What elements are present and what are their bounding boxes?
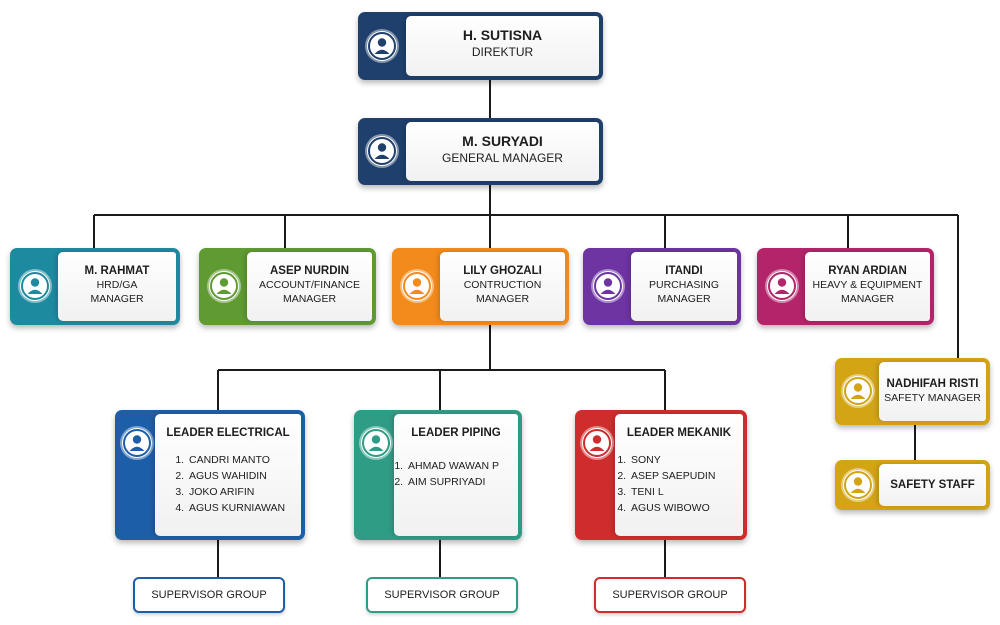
list-item: ASEP SAEPUDIN	[629, 468, 715, 484]
manager-name: M. RAHMAT	[84, 265, 150, 277]
manager-card-construction: LILY GHOZALI CONTRUCTION MANAGER	[392, 248, 569, 325]
safety-manager-name: NADHIFAH RISTI	[886, 378, 979, 390]
manager-card-purchasing: ITANDI PURCHASING MANAGER	[583, 248, 741, 325]
supervisor-group-mekanik: SUPERVISOR GROUP	[594, 577, 746, 613]
user-circle-icon	[122, 428, 152, 458]
manager-card-hrd: M. RAHMAT HRD/GA MANAGER	[10, 248, 180, 325]
supervisor-group-piping: SUPERVISOR GROUP	[366, 577, 518, 613]
manager-name: LILY GHOZALI	[463, 265, 542, 277]
safety-staff-card: SAFETY STAFF	[835, 460, 990, 510]
user-circle-icon	[843, 376, 873, 406]
list-item: AGUS WIBOWO	[629, 500, 715, 516]
manager-dept: HRD/GA	[96, 279, 138, 291]
leader-title: LEADER MEKANIK	[626, 427, 732, 439]
user-circle-icon	[367, 31, 397, 61]
direktur-name: H. SUTISNA	[462, 27, 543, 43]
manager-role: MANAGER	[90, 293, 144, 305]
manager-role: MANAGER	[657, 293, 711, 305]
member-list: CANDRI MANTO AGUS WAHIDIN JOKO ARIFIN AG…	[167, 452, 285, 516]
supervisor-group-electrical: SUPERVISOR GROUP	[133, 577, 285, 613]
member-list: SONY ASEP SAEPUDIN TENI L AGUS WIBOWO	[609, 452, 715, 516]
user-circle-icon	[209, 271, 239, 301]
manager-dept: PURCHASING	[648, 279, 719, 291]
manager-dept: CONTRUCTION	[463, 279, 542, 291]
user-circle-icon	[361, 428, 391, 458]
leader-card-mekanik: LEADER MEKANIK SONY ASEP SAEPUDIN TENI L…	[575, 410, 747, 540]
safety-manager-role: SAFETY MANAGER	[884, 392, 981, 404]
user-circle-icon	[767, 271, 797, 301]
list-item: AGUS WAHIDIN	[187, 468, 285, 484]
leader-title: LEADER PIPING	[411, 427, 501, 439]
manager-name: RYAN ARDIAN	[828, 265, 907, 277]
gm-role: GENERAL MANAGER	[442, 151, 563, 165]
user-circle-icon	[593, 271, 623, 301]
gm-name: M. SURYADI	[462, 133, 543, 149]
direktur-role: DIREKTUR	[471, 45, 534, 59]
manager-role: MANAGER	[282, 293, 337, 305]
list-item: AHMAD WAWAN P	[406, 458, 499, 474]
list-item: AIM SUPRIYADI	[406, 474, 499, 490]
user-circle-icon	[582, 428, 612, 458]
leader-card-piping: LEADER PIPING AHMAD WAWAN P AIM SUPRIYAD…	[354, 410, 522, 540]
manager-role: MANAGER	[475, 293, 530, 305]
member-list: AHMAD WAWAN P AIM SUPRIYADI	[386, 458, 499, 490]
manager-role: MANAGER	[840, 293, 895, 305]
direktur-card: H. SUTISNA DIREKTUR	[358, 12, 603, 80]
manager-name: ASEP NURDIN	[269, 265, 350, 277]
user-circle-icon	[367, 136, 397, 166]
leader-card-electrical: LEADER ELECTRICAL CANDRI MANTO AGUS WAHI…	[115, 410, 305, 540]
user-circle-icon	[402, 271, 432, 301]
list-item: JOKO ARIFIN	[187, 484, 285, 500]
list-item: SONY	[629, 452, 715, 468]
manager-card-heavy-equipment: RYAN ARDIAN HEAVY & EQUIPMENT MANAGER	[757, 248, 934, 325]
manager-card-finance: ASEP NURDIN ACCOUNT/FINANCE MANAGER	[199, 248, 376, 325]
safety-manager-card: NADHIFAH RISTI SAFETY MANAGER	[835, 358, 990, 425]
manager-name: ITANDI	[665, 265, 703, 277]
general-manager-card: M. SURYADI GENERAL MANAGER	[358, 118, 603, 185]
list-item: TENI L	[629, 484, 715, 500]
list-item: AGUS KURNIAWAN	[187, 500, 285, 516]
safety-staff-label: SAFETY STAFF	[890, 479, 975, 491]
user-circle-icon	[20, 271, 50, 301]
manager-dept: HEAVY & EQUIPMENT	[812, 279, 923, 291]
manager-dept: ACCOUNT/FINANCE	[259, 279, 360, 291]
list-item: CANDRI MANTO	[187, 452, 285, 468]
leader-title: LEADER ELECTRICAL	[166, 427, 290, 439]
user-circle-icon	[843, 470, 873, 500]
